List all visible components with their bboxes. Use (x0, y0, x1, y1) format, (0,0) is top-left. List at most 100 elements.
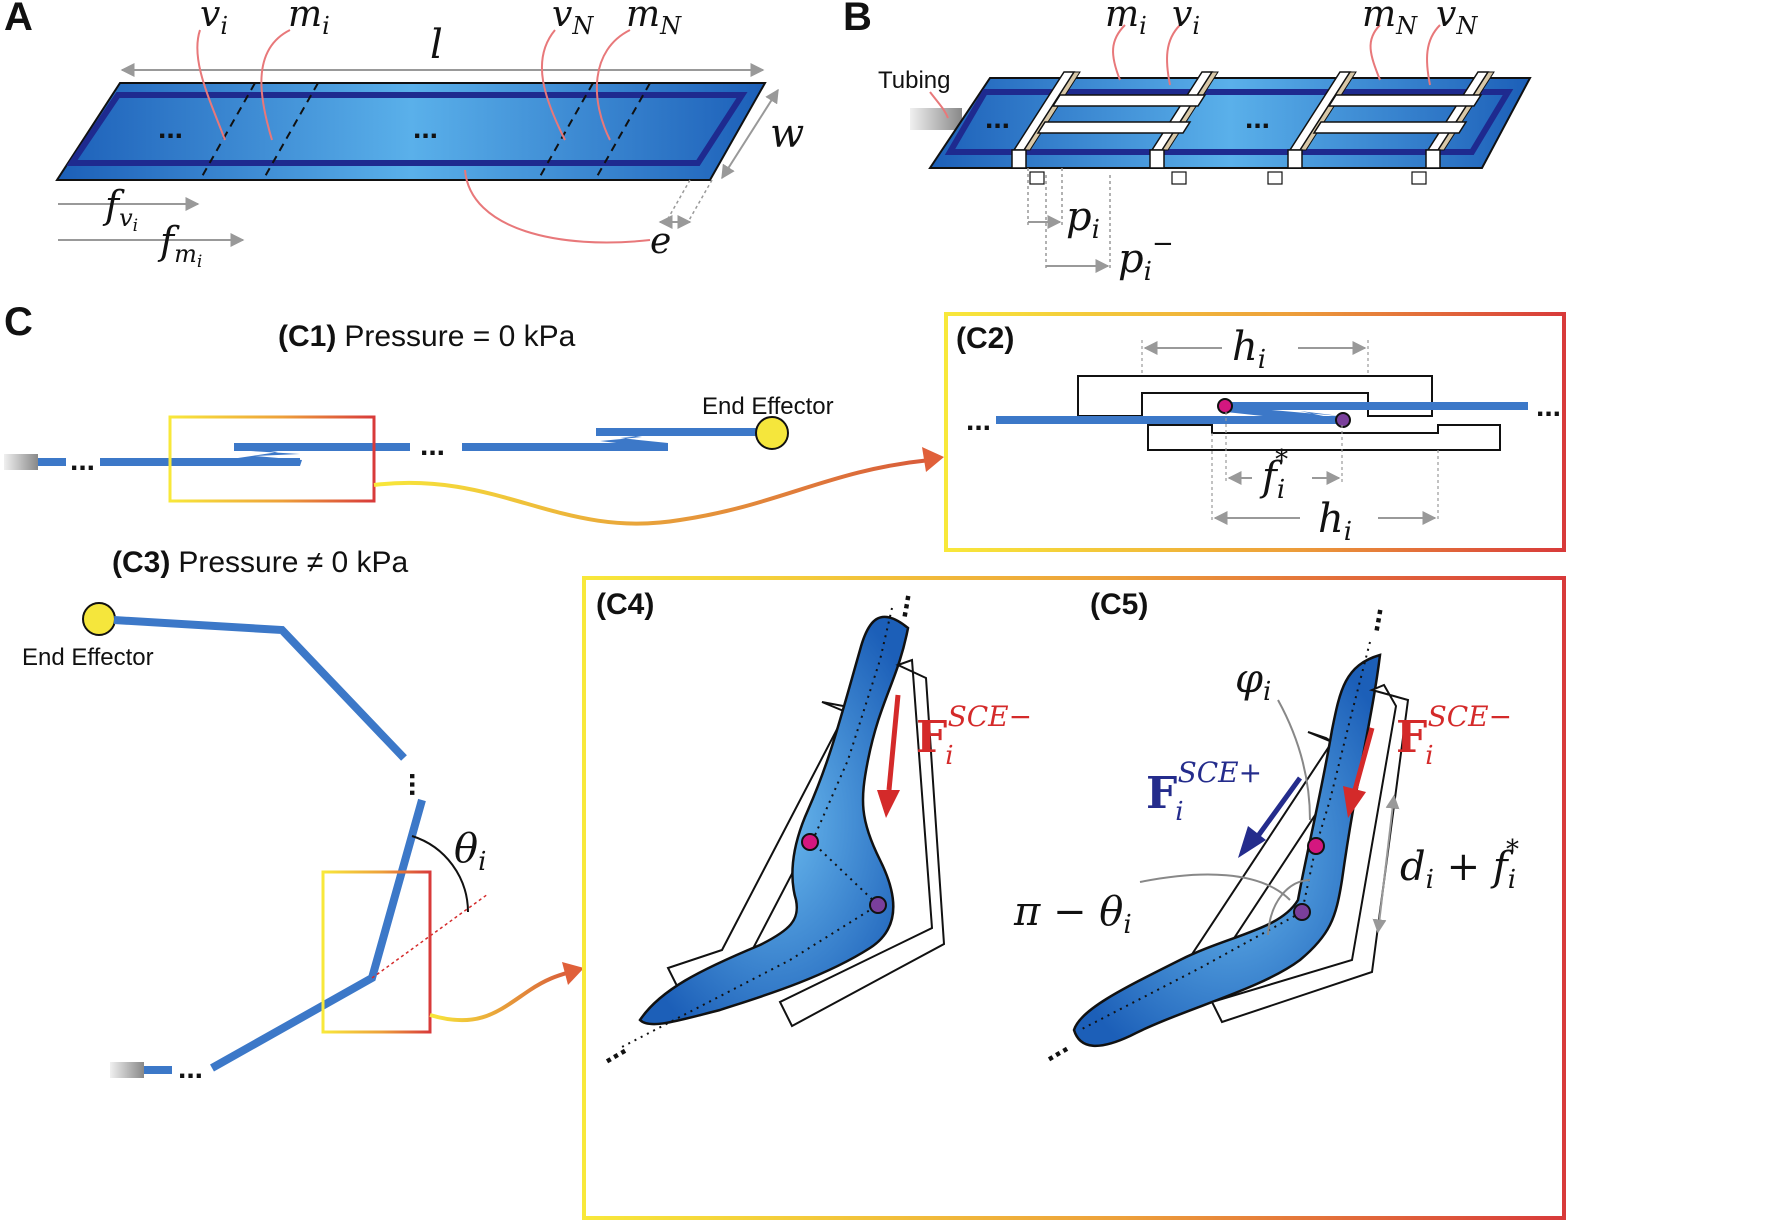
panel-a: A ... ... l w vi mi vN mN e (4, 0, 804, 272)
f-m-label: fmi (157, 219, 202, 272)
c2-overlap (1226, 406, 1342, 424)
c2-dots-left: ... (966, 404, 991, 437)
v-i-b-leader (1166, 24, 1181, 86)
c1-title: (C1)Pressure = 0 kPa (278, 320, 576, 353)
c5-force-minus-arrowhead (1343, 786, 1366, 818)
e-leader (464, 169, 651, 244)
l-label: l (430, 22, 443, 68)
c3-upper-segment (113, 616, 407, 761)
c5-pi-theta-leader (1139, 873, 1291, 901)
c3-title: (C3)Pressure ≠ 0 kPa (112, 546, 409, 579)
tubing (910, 108, 962, 130)
c3-to-c4-connector (429, 970, 571, 1023)
c5-title: (C5) (1090, 588, 1148, 621)
c3-to-c4-arrowhead (562, 962, 584, 985)
c4-dots-top: ... (881, 590, 918, 620)
e-guide-1 (665, 179, 691, 223)
panel-c2: (C2) ... ... hi fi* hi (944, 312, 1566, 552)
c2-dots-right: ... (1536, 390, 1561, 423)
c4-dots-bottom: ... (593, 1029, 631, 1070)
panel-c-letter: C (4, 300, 33, 344)
c4-right-clamp (778, 658, 946, 1028)
c5-force-minus-shaft (1352, 727, 1375, 791)
c3-dots-start: ... (178, 1052, 203, 1085)
c2-frame (944, 312, 1566, 552)
w-dimension-arrow (721, 88, 779, 180)
c5-force-plus-arrowhead (1238, 826, 1266, 858)
c2-title: (C2) (956, 322, 1014, 355)
section-line-v-n (537, 82, 594, 181)
v-n-b-label: vN (1436, 0, 1478, 40)
c3-lower-segment (210, 798, 426, 1072)
c1-zoom-frame (168, 415, 376, 503)
m-i-leader (260, 29, 291, 141)
dots-mid: ... (413, 112, 438, 145)
v-n-label: vN (552, 0, 594, 40)
clamp-1 (1011, 71, 1219, 185)
v-i-leader (196, 29, 226, 141)
m-i-label: mi (288, 0, 330, 40)
section-line-m-n (594, 82, 651, 181)
m-i-b-leader (1112, 24, 1126, 81)
c5-angle-arc (1267, 879, 1311, 936)
c4-c5-frame (582, 576, 1566, 1220)
c3-theta-arc (411, 835, 469, 913)
v-n-leader (541, 29, 566, 141)
c5-actuator-body (1072, 653, 1382, 1048)
section-line-m-i (262, 82, 319, 181)
c2-lower-clamp (1147, 424, 1501, 451)
c4-force-arrowhead (877, 790, 900, 818)
m-n-b-label: mN (1362, 0, 1418, 40)
panel-c4: (C4) FiSCE− ... ... (593, 588, 1032, 1070)
v-i-b-label: vi (1172, 0, 1200, 40)
c4-title: (C4) (596, 588, 654, 621)
e-label: e (650, 221, 671, 262)
tubing-label: Tubing (878, 67, 951, 94)
c1-to-c2-arrowhead (922, 447, 944, 472)
p-i-minus-label: pi− (1118, 229, 1174, 287)
c4-actuator-body (638, 615, 910, 1026)
c1-dots-mid: ... (420, 429, 445, 462)
c5-phi-leader (1277, 699, 1311, 821)
e-guide-2 (687, 179, 713, 223)
w-label: w (770, 111, 804, 157)
c1-to-c2-connector (373, 458, 931, 526)
c1-end-effector-label: End Effector (702, 393, 834, 420)
c4-centerline (619, 607, 893, 1049)
c2-h-bot-label: hi (1318, 496, 1352, 547)
c1-end-effector (755, 416, 789, 450)
inner-channel (66, 92, 748, 166)
c5-dots-top: ... (1353, 604, 1390, 634)
c3-end-effector-label: End Effector (22, 644, 154, 671)
c5-force-plus-label: FiSCE+ (1146, 756, 1262, 827)
v-n-b-leader (1426, 24, 1441, 86)
c5-force-minus-label: FiSCE− (1396, 700, 1512, 771)
c5-d-f-label: di + fi* (1400, 835, 1519, 895)
tubing-leader (929, 91, 949, 119)
c5-dots-bottom: ... (1035, 1027, 1073, 1068)
c1-tubing (4, 454, 38, 470)
panel-c5: (C5) φi π − θi FiSCE− FiSCE+ di + fi* ..… (1013, 588, 1519, 1068)
m-n-leader (595, 29, 631, 141)
dots-left: ... (158, 112, 183, 145)
c5-magenta-node (1307, 837, 1325, 855)
panel-b-letter: B (843, 0, 872, 39)
c3-theta-label: θi (454, 826, 486, 877)
c2-h-top-label: hi (1232, 324, 1266, 375)
panel-c3: (C3)Pressure ≠ 0 kPa End Effector ... θi… (22, 546, 584, 1085)
c4-force-shaft (886, 694, 901, 791)
c3-tubing (110, 1062, 144, 1078)
c3-dots-mid: ... (403, 772, 436, 797)
c2-magenta-node (1217, 398, 1233, 414)
m-n-label: mN (626, 0, 682, 40)
v-i-label: vi (200, 0, 228, 40)
c5-pi-theta-label: π − θi (1013, 889, 1132, 940)
c4-force-label: FiSCE− (916, 700, 1032, 771)
p-i-label: pi (1066, 194, 1100, 245)
clamp-2 (1267, 71, 1495, 185)
dots-b-mid: ... (1245, 102, 1270, 135)
c1-dots-left: ... (70, 444, 95, 477)
c3-zoom-frame (321, 870, 432, 1034)
c2-purple-node (1335, 412, 1351, 428)
